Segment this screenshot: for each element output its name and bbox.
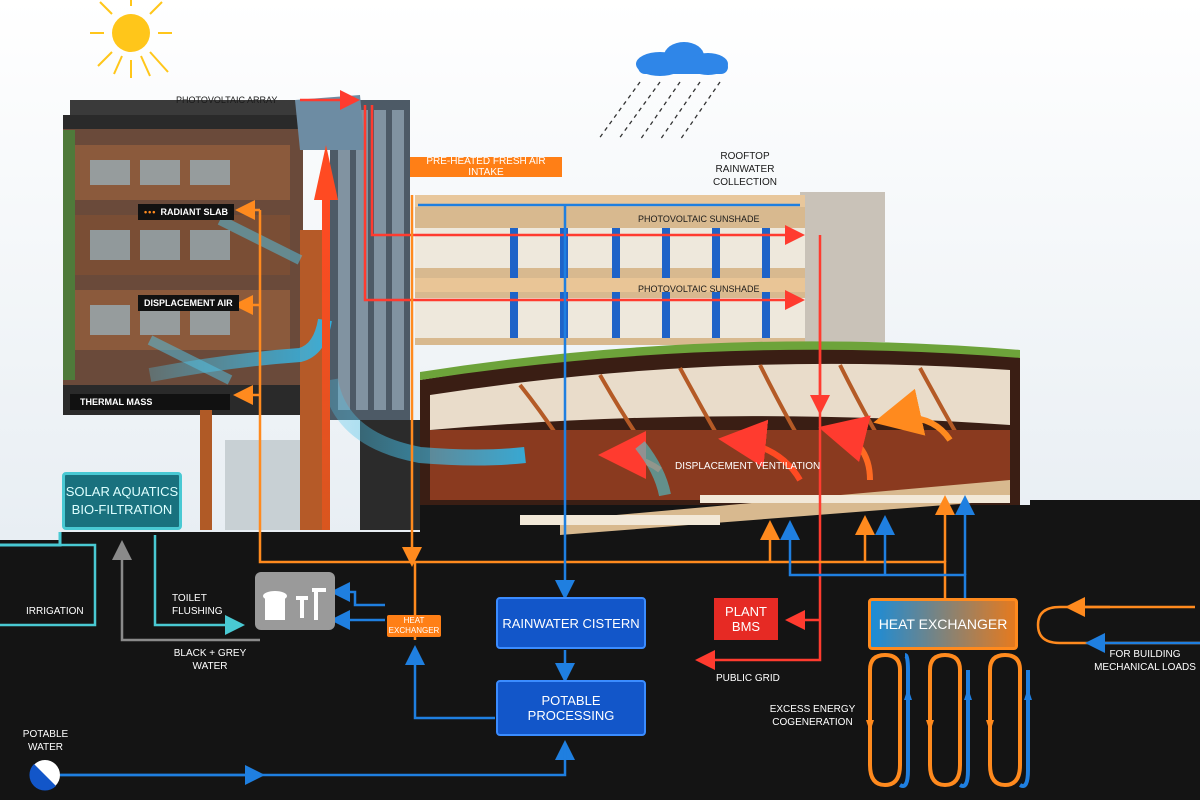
tag-dots: ••• <box>144 207 157 217</box>
rain-cloud-icon <box>597 42 728 141</box>
label-black-grey-water: BLACK + GREY WATER <box>173 648 247 672</box>
water-valve-icon <box>29 760 60 791</box>
tag-displacement-air: DISPLACEMENT AIR <box>138 295 239 311</box>
toilet-sink-icon <box>255 572 335 630</box>
displacement-airflow <box>148 318 332 382</box>
cool-airflow <box>322 378 526 466</box>
tag-thermal-mass: THERMAL MASS <box>70 394 230 410</box>
label-public-grid: PUBLIC GRID <box>716 673 780 684</box>
exhaust-plume <box>322 200 330 530</box>
exhaust-arrowhead <box>314 145 338 200</box>
label-pv-sunshade-top: PHOTOVOLTAIC SUNSHADE <box>638 214 760 224</box>
sun-icon <box>90 0 172 78</box>
cogeneration-loops <box>866 653 1032 788</box>
tag-radiant-slab: •••RADIANT SLAB <box>138 204 234 220</box>
label-toilet-flushing: TOILET FLUSHING <box>172 593 223 617</box>
box-plant-bms: PLANT BMS <box>714 598 778 640</box>
box-heat-exchanger-small: HEAT EXCHANGER <box>387 615 441 637</box>
tag-thermal-mass-text: THERMAL MASS <box>80 397 153 407</box>
label-building-loads: FOR BUILDING MECHANICAL LOADS <box>1094 649 1196 673</box>
displacement-ventilation-arrows <box>598 388 953 497</box>
label-displacement-ventilation: DISPLACEMENT VENTILATION <box>675 461 821 472</box>
label-excess-energy: EXCESS ENERGY COGENERATION <box>769 704 856 728</box>
label-rooftop-rainwater: ROOFTOP RAINWATER COLLECTION <box>713 151 777 188</box>
label-pv-sunshade-bottom: PHOTOVOLTAIC SUNSHADE <box>638 284 760 294</box>
tag-displacement-air-text: DISPLACEMENT AIR <box>144 298 233 308</box>
box-potable-processing: POTABLE PROCESSING <box>496 680 646 736</box>
box-heat-exchanger-large: HEAT EXCHANGER <box>868 598 1018 650</box>
box-solar-aquatics: SOLAR AQUATICS BIO-FILTRATION <box>62 472 182 530</box>
label-potable-water: POTABLE WATER <box>22 729 69 753</box>
label-preheated-air: PRE-HEATED FRESH AIR INTAKE <box>410 156 562 178</box>
label-irrigation: IRRIGATION <box>26 606 84 617</box>
tag-radiant-slab-text: RADIANT SLAB <box>160 207 228 217</box>
airflow-lower <box>147 335 233 385</box>
label-photovoltaic-array: PHOTOVOLTAIC ARRAY <box>176 95 278 105</box>
office-building <box>415 192 885 345</box>
box-rainwater-cistern: RAINWATER CISTERN <box>496 597 646 649</box>
